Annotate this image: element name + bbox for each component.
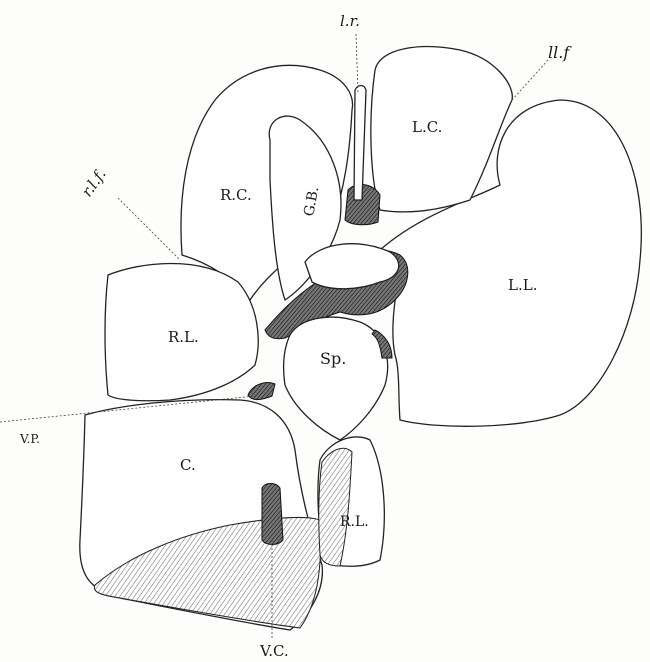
leader-lr — [356, 34, 358, 92]
label-ll: L.L. — [508, 276, 537, 294]
spigelian-lobe-outline — [284, 317, 388, 440]
label-rlf: r.l.f. — [78, 166, 110, 201]
label-llf: ll.f — [548, 43, 572, 62]
leader-rlf — [118, 198, 180, 260]
round-ligament — [354, 86, 366, 201]
label-lr: l.r. — [340, 12, 360, 30]
label-rl-upper: R.L. — [168, 328, 199, 346]
label-vc: V.C. — [259, 642, 289, 660]
label-rl-lower: R.L. — [340, 514, 369, 530]
leader-llf — [512, 60, 548, 100]
label-lc: L.C. — [412, 118, 442, 136]
label-c: C. — [180, 456, 196, 474]
small-vessel — [248, 383, 275, 400]
label-sp: Sp. — [320, 349, 346, 368]
label-vp: V.P. — [19, 432, 40, 446]
vena-cava — [262, 484, 283, 545]
label-rc: R.C. — [220, 186, 252, 204]
